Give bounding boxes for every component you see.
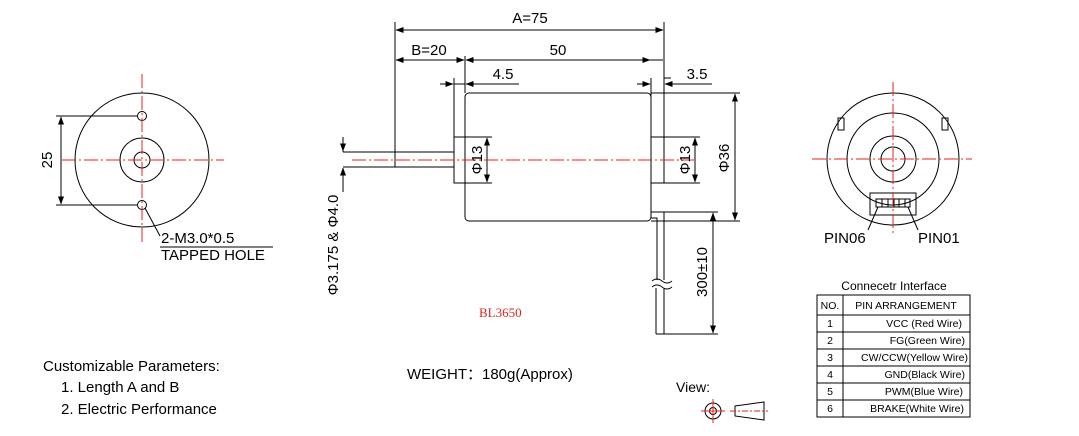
dim-right-flange: 3.5 bbox=[687, 66, 708, 83]
table-row-no: 5 bbox=[827, 386, 833, 398]
table-header-pin: PIN ARRANGEMENT bbox=[855, 300, 957, 312]
weight-label: WEIGHT：180g(Approx) bbox=[407, 366, 573, 383]
side-view bbox=[340, 22, 740, 335]
dim-shaft-diameter: Φ3.175 & Φ4.0 bbox=[325, 195, 342, 296]
dim-right-boss-diameter: Φ13 bbox=[677, 146, 694, 175]
view-label: View: bbox=[676, 379, 710, 395]
customizable-title: Customizable Parameters: bbox=[43, 358, 220, 375]
table-row-no: 4 bbox=[827, 369, 833, 381]
table-row-no: 1 bbox=[827, 318, 833, 330]
table-row-pin: GND(Black Wire) bbox=[885, 369, 966, 381]
model-label: BL3650 bbox=[479, 305, 522, 320]
table-header-no: NO. bbox=[821, 300, 840, 312]
dim-left-boss-diameter: Φ13 bbox=[469, 146, 486, 175]
dim-body-diameter: Φ36 bbox=[716, 144, 733, 173]
table-row-no: 2 bbox=[827, 335, 833, 347]
dim-cable-length: 300±10 bbox=[694, 247, 711, 297]
front-view bbox=[56, 92, 273, 248]
table-row-pin: FG(Green Wire) bbox=[890, 335, 965, 347]
table-row-pin: CW/CCW(Yellow Wire) bbox=[861, 352, 968, 364]
table-row-pin: VCC (Red Wire) bbox=[886, 318, 962, 330]
hole-spacing-dim: 25 bbox=[39, 152, 56, 169]
connector-table-title: Connecetr Interface bbox=[841, 279, 947, 293]
hole-note-line2: TAPPED HOLE bbox=[161, 247, 265, 264]
hole-note-line1: 2-M3.0*0.5 bbox=[161, 230, 234, 247]
dim-left-flange: 4.5 bbox=[493, 66, 514, 83]
dim-b: B=20 bbox=[411, 42, 446, 59]
pin-right-label: PIN01 bbox=[918, 230, 960, 247]
pin-left-label: PIN06 bbox=[824, 230, 866, 247]
table-row-no: 6 bbox=[827, 403, 833, 415]
table-row-pin: BRAKE(White Wire) bbox=[870, 403, 964, 415]
table-row-no: 3 bbox=[827, 352, 833, 364]
front-center-lines bbox=[62, 74, 224, 244]
table-row-pin: PWM(Blue Wire) bbox=[885, 386, 963, 398]
connector-table bbox=[816, 294, 971, 418]
dim-a: A=75 bbox=[512, 10, 547, 27]
customizable-item: 1. Length A and B bbox=[61, 379, 179, 396]
dim-body-length: 50 bbox=[550, 42, 567, 59]
customizable-item: 2. Electric Performance bbox=[61, 401, 217, 418]
motor-body bbox=[464, 92, 652, 222]
rear-center-lines bbox=[812, 82, 972, 236]
